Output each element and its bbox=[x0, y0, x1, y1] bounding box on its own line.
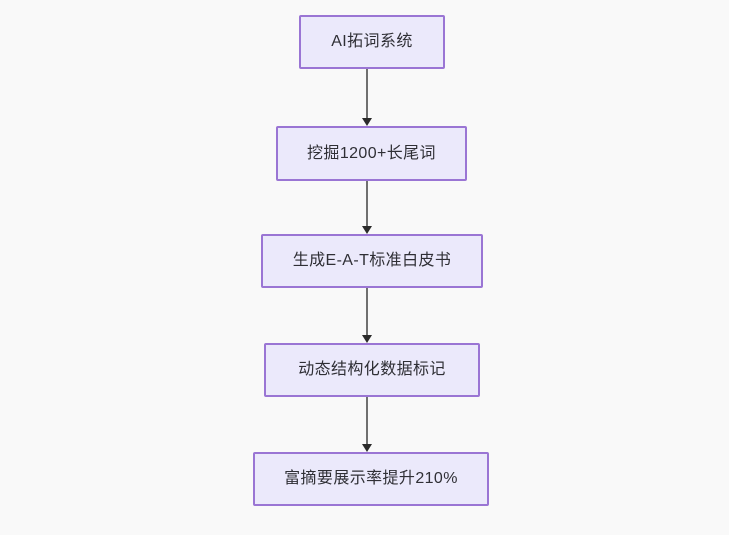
connector-n2-n3 bbox=[362, 181, 372, 234]
flowchart-node-3[interactable]: 生成E-A-T标准白皮书 bbox=[261, 234, 483, 288]
flowchart-node-1[interactable]: AI拓词系统 bbox=[299, 15, 445, 69]
connector-n4-n5 bbox=[362, 397, 372, 452]
flowchart-node-4[interactable]: 动态结构化数据标记 bbox=[264, 343, 480, 397]
connector-n3-n4 bbox=[362, 288, 372, 343]
arrowhead-icon bbox=[362, 335, 372, 343]
connector-line bbox=[366, 69, 368, 118]
arrowhead-icon bbox=[362, 118, 372, 126]
flowchart-node-2[interactable]: 挖掘1200+长尾词 bbox=[276, 126, 467, 181]
connector-line bbox=[366, 181, 368, 226]
arrowhead-icon bbox=[362, 226, 372, 234]
arrowhead-icon bbox=[362, 444, 372, 452]
connector-n1-n2 bbox=[362, 69, 372, 126]
flowchart-node-5[interactable]: 富摘要展示率提升210% bbox=[253, 452, 489, 506]
connector-line bbox=[366, 397, 368, 444]
connector-line bbox=[366, 288, 368, 335]
